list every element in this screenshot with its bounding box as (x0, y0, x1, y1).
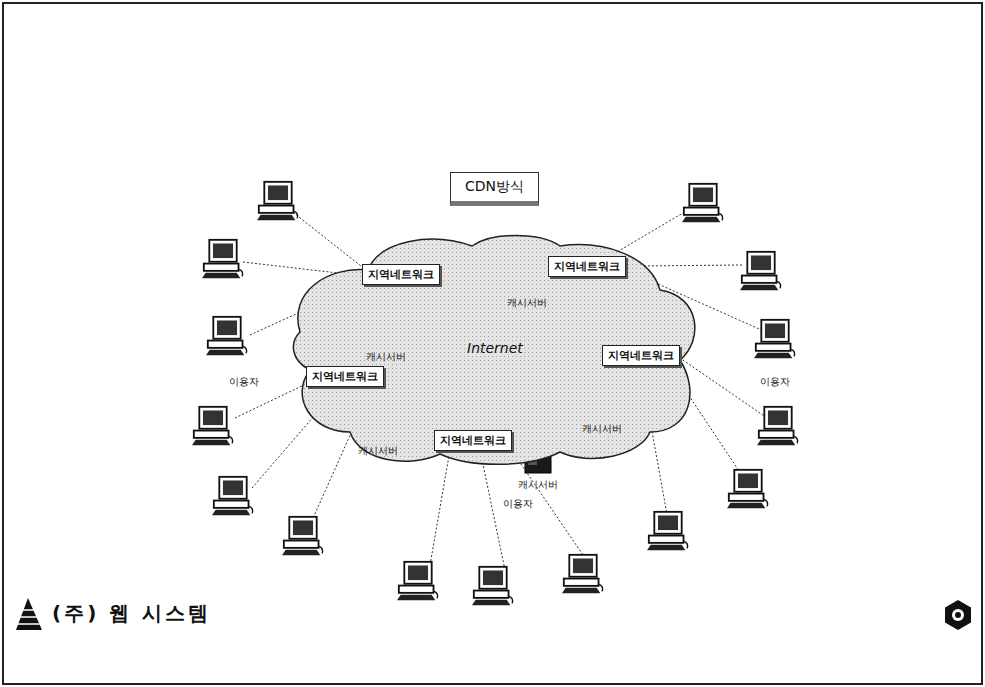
server-label: 캐시서버 (582, 422, 622, 436)
title-box: CDN방식 (450, 172, 539, 206)
region-box: 지역네트워크 (362, 264, 440, 285)
region-box: 지역네트워크 (602, 345, 680, 366)
server-label: 캐시서버 (358, 444, 398, 458)
region-label: 지역네트워크 (608, 348, 674, 363)
user-label: 이용자 (229, 375, 259, 389)
server-label: 캐시서버 (366, 350, 406, 364)
server-label: 캐시서버 (507, 296, 547, 310)
title-text: CDN방식 (465, 178, 524, 194)
region-box: 지역네트워크 (548, 256, 626, 277)
region-label: 지역네트워크 (440, 433, 506, 448)
region-label: 지역네트워크 (554, 259, 620, 274)
frame (3, 3, 982, 684)
logo-mark (16, 598, 44, 630)
user-label: 이용자 (503, 497, 533, 511)
user-links (235, 210, 770, 570)
server-label: 캐시서버 (518, 478, 558, 492)
company-name: (주) 웹 시스템 (52, 600, 211, 627)
region-label: 지역네트워크 (312, 369, 378, 384)
region-label: 지역네트워크 (368, 267, 434, 282)
region-box: 지역네트워크 (306, 366, 384, 387)
user-computers (192, 182, 798, 605)
cloud-label: Internet (467, 340, 523, 356)
region-box: 지역네트워크 (434, 430, 512, 451)
user-label: 이용자 (760, 375, 790, 389)
corner-icon (945, 600, 971, 630)
